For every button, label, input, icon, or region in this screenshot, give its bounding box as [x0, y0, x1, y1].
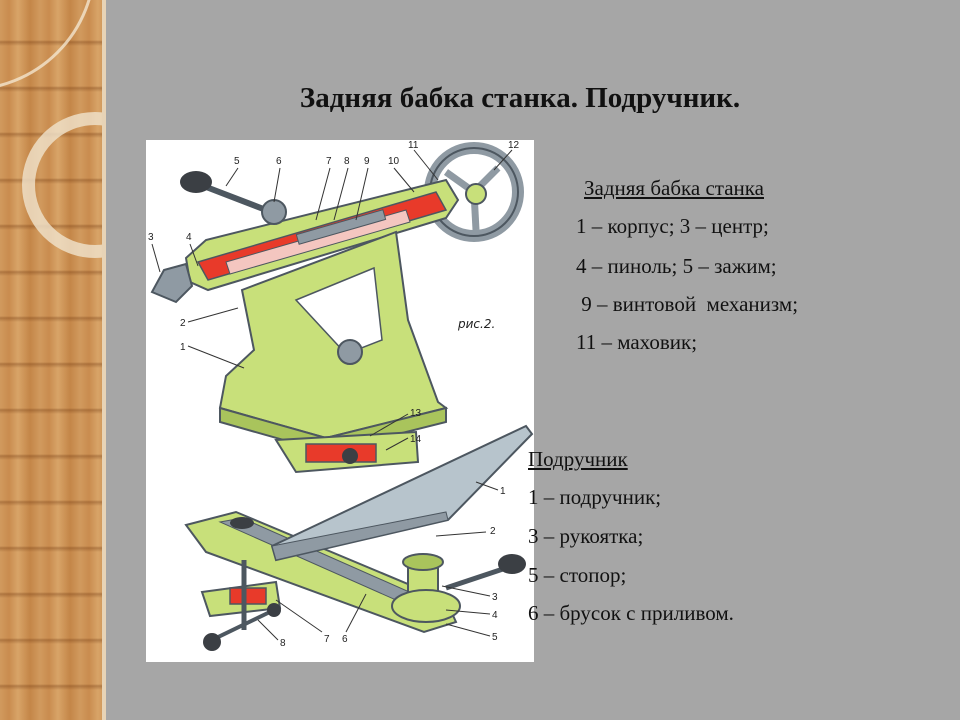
clamp-plate [274, 430, 420, 474]
label-10: 10 [388, 156, 400, 167]
machine-illustration: 5 6 7 8 9 10 11 12 3 4 2 1 13 14 рис.2. [146, 140, 534, 662]
label-9: 9 [364, 156, 370, 167]
wood-panel [0, 0, 106, 720]
tailstock-line: 11 – маховик; [576, 330, 698, 354]
decorative-ring [22, 112, 106, 258]
label-8: 8 [344, 156, 350, 167]
rest-line: 5 – стопор; [528, 563, 627, 587]
tailstock-line: 4 – пиноль; 5 – зажим; [576, 254, 777, 278]
tailstock-line: 9 – винтовой механизм; [576, 292, 799, 316]
rest-label-5: 5 [492, 632, 498, 643]
tailstock-heading: Задняя бабка станка [584, 176, 764, 200]
tailstock-line: 1 – корпус; 3 – центр; [576, 214, 769, 238]
label-12: 12 [508, 140, 520, 151]
rest-line: 6 – брусок с приливом. [528, 601, 734, 625]
rest-heading: Подручник [528, 447, 628, 471]
rest-label-1: 1 [500, 486, 506, 497]
slide-title: Задняя бабка станка. Подручник. [299, 82, 741, 114]
rest-label-4: 4 [492, 610, 498, 621]
label-1: 1 [180, 342, 186, 353]
rest-label-7: 7 [324, 634, 330, 645]
rest-support [391, 553, 526, 623]
label-13: 13 [410, 408, 422, 419]
rest-label-8: 8 [280, 638, 286, 649]
clamp-lever [180, 171, 287, 225]
center-cone [150, 262, 194, 304]
rest-label-6: 6 [342, 634, 348, 645]
rest-line: 3 – рукоятка; [528, 524, 644, 548]
label-7: 7 [326, 156, 332, 167]
label-4: 4 [186, 232, 192, 243]
screw-mechanism [295, 209, 387, 245]
label-3: 3 [148, 232, 154, 243]
tool-rest-plate [270, 424, 534, 562]
label-14: 14 [410, 434, 422, 445]
rest-label-3: 3 [492, 592, 498, 603]
label-5: 5 [234, 156, 240, 167]
rest-label-2: 2 [490, 526, 496, 537]
label-2: 2 [180, 318, 186, 329]
rest-line: 1 – подручник; [528, 485, 662, 509]
label-6: 6 [276, 156, 282, 167]
decorative-ring [0, 0, 96, 91]
label-11: 11 [408, 140, 419, 151]
figure-caption: рис.2. [457, 317, 495, 331]
rest-clamp [200, 560, 282, 651]
